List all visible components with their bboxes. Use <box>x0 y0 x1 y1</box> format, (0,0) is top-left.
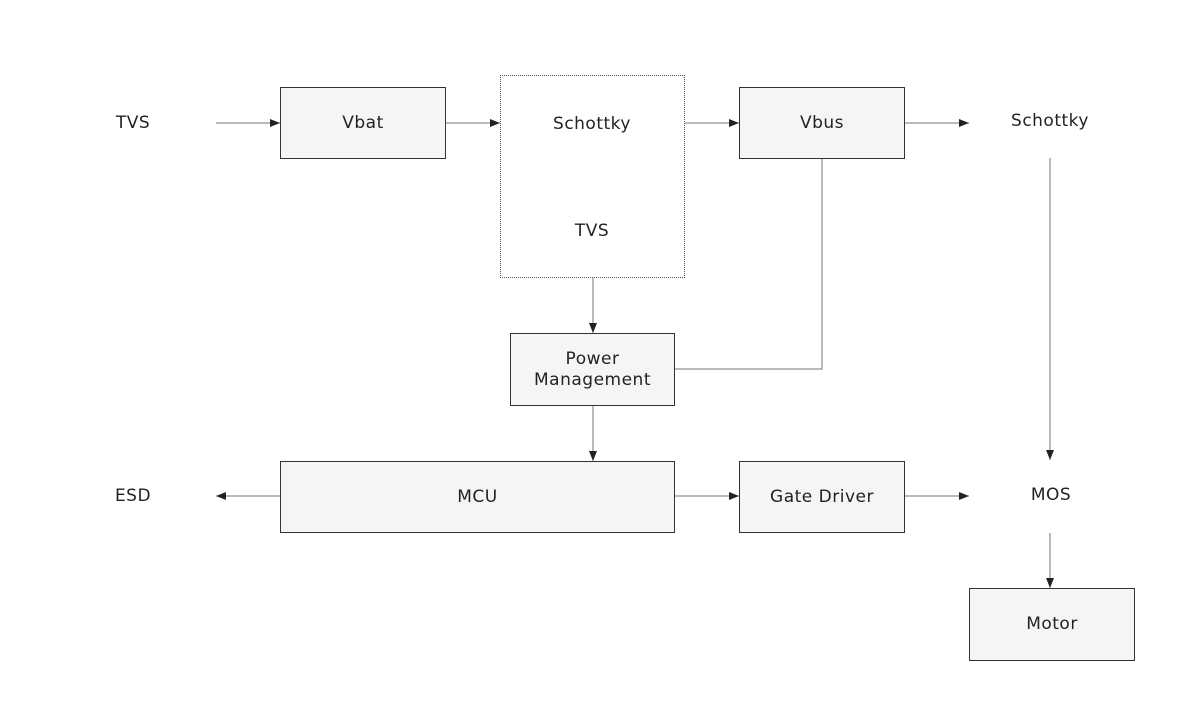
motor-block: Motor <box>969 588 1135 661</box>
gate-driver-block: Gate Driver <box>739 461 905 533</box>
mcu-label: MCU <box>457 486 498 507</box>
protection-schottky-label: Schottky <box>553 114 631 134</box>
vbus-label: Vbus <box>799 112 845 133</box>
protection-group <box>500 75 685 278</box>
schottky-output-label: Schottky <box>1011 111 1089 131</box>
mcu-block: MCU <box>280 461 675 533</box>
esd-label: ESD <box>114 486 152 506</box>
power-management-block: Power Management <box>510 333 675 406</box>
power-management-label-line2: Management <box>534 369 651 390</box>
tvs-input-label: TVS <box>115 113 151 133</box>
vbus-block: Vbus <box>739 87 905 159</box>
gate-driver-label: Gate Driver <box>770 486 874 507</box>
vbat-block: Vbat <box>280 87 446 159</box>
line-vbus-to-power-management <box>674 158 823 370</box>
mos-label: MOS <box>1030 485 1072 505</box>
power-management-label-line1: Power <box>565 348 620 369</box>
vbat-label: Vbat <box>342 112 384 133</box>
protection-tvs-label: TVS <box>574 221 610 241</box>
motor-label: Motor <box>1026 614 1078 634</box>
